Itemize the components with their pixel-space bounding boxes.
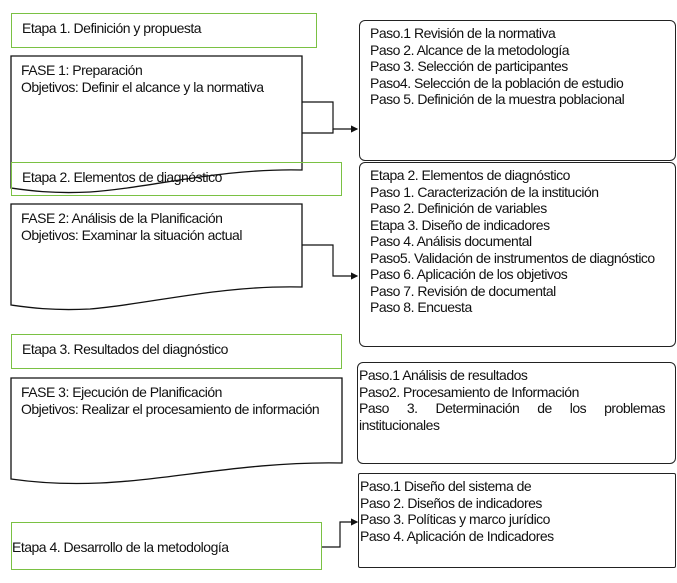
step-item: Etapa 2. Elementos de diagnóstico	[370, 167, 570, 183]
fase-2-box: FASE 2: Análisis de la Planificación Obj…	[11, 205, 302, 248]
step-item: Paso 2. Diseños de indicadores	[360, 494, 542, 511]
step-item: Paso 2. Definición de variables	[370, 200, 547, 216]
step-item: Paso 4. Análisis documental	[370, 233, 532, 249]
fase-3-box: FASE 3: Ejecución de Planificación Objet…	[11, 379, 342, 422]
step-item: Paso 6. Aplicación de los objetivos	[370, 266, 568, 282]
fase-3-title: FASE 3: Ejecución de Planificación	[21, 384, 222, 400]
step-item: Etapa 3. Diseño de indicadores	[370, 216, 550, 233]
fase-1-title: FASE 1: Preparación	[21, 62, 143, 78]
steps-box-2: Etapa 2. Elementos de diagnóstico Paso 1…	[359, 162, 676, 347]
step-item: Paso.1 Análisis de resultados	[359, 367, 528, 383]
step-item: Paso 1. Caracterización de la institució…	[370, 183, 599, 200]
steps-box-1: Paso.1 Revisión de la normativa Paso 2. …	[359, 20, 676, 161]
step-item: Paso 3. Políticas y marco jurídico	[360, 511, 550, 527]
fase-3-objective: Objetivos: Realizar el procesamiento de …	[21, 400, 320, 417]
fase-1-objective: Objetivos: Definir el alcance y la norma…	[21, 78, 264, 95]
etapa-4-label: Etapa 4. Desarrollo de la metodología	[12, 539, 229, 555]
etapa-1-box: Etapa 1. Definición y propuesta	[11, 13, 317, 48]
step-item: Paso 8. Encuesta	[370, 299, 472, 315]
step-item: Paso2. Procesamiento de Información	[359, 383, 579, 400]
connector-fase-1	[302, 129, 334, 134]
step-item: Paso 4. Aplicación de Indicadores	[360, 527, 554, 544]
etapa-3-label: Etapa 3. Resultados del diagnóstico	[22, 341, 228, 357]
connector-1	[302, 101, 359, 133]
etapa-2-box: Etapa 2. Elementos de diagnóstico	[11, 162, 342, 196]
step-item: Paso4. Selección de la población de estu…	[370, 74, 624, 91]
step-item: Paso 3. Determinación de los problemas i…	[359, 400, 666, 433]
etapa-1-label: Etapa 1. Definición y propuesta	[22, 20, 202, 36]
step-item: Paso 7. Revisión de documental	[370, 282, 556, 299]
fase-2-objective: Objetivos: Examinar la situación actual	[21, 226, 242, 243]
etapa-3-box: Etapa 3. Resultados del diagnóstico	[11, 334, 342, 369]
step-item: Paso5. Validación de instrumentos de dia…	[370, 249, 655, 266]
step-item: Paso.1 Diseño del sistema de	[360, 478, 532, 494]
connector-4	[322, 518, 359, 548]
etapa-4-box: Etapa 4. Desarrollo de la metodología	[11, 522, 322, 570]
steps-box-4: Paso.1 Diseño del sistema de Paso 2. Dis…	[358, 473, 676, 568]
step-item: Paso 2. Alcance de la metodología	[370, 41, 570, 58]
steps-box-3: Paso.1 Análisis de resultados Paso2. Pro…	[357, 362, 676, 464]
step-item: Paso.1 Revisión de la normativa	[370, 25, 556, 41]
connector-2	[302, 244, 359, 280]
step-item: Paso 5. Definición de la muestra poblaci…	[370, 91, 625, 107]
fase-2-title: FASE 2: Análisis de la Planificación	[21, 210, 223, 226]
etapa-2-label: Etapa 2. Elementos de diagnóstico	[22, 169, 222, 185]
fase-1-box: FASE 1: Preparación Objetivos: Definir e…	[11, 57, 302, 100]
step-item: Paso 3. Selección de participantes	[370, 58, 568, 74]
